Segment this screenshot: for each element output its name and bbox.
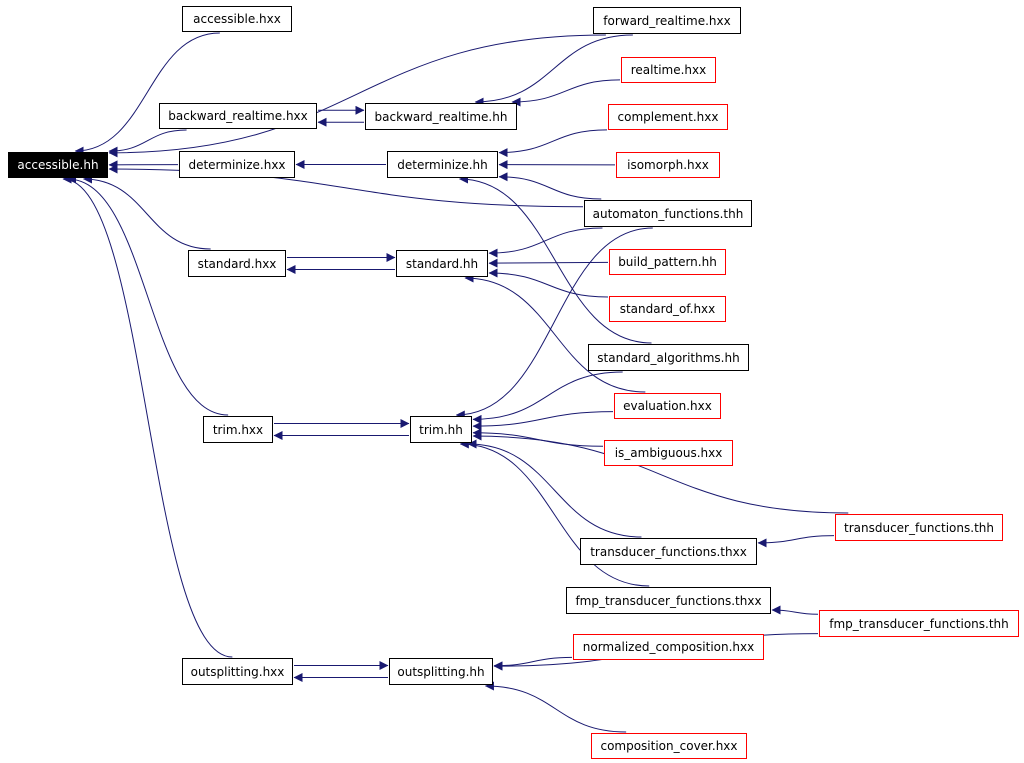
node-backward-realtime-hxx[interactable]: backward_realtime.hxx xyxy=(159,103,317,129)
node-label: backward_realtime.hxx xyxy=(168,109,308,123)
node-outsplitting-hh[interactable]: outsplitting.hh xyxy=(389,658,493,685)
node-label: is_ambiguous.hxx xyxy=(614,446,723,460)
node-standard-of-hxx[interactable]: standard_of.hxx xyxy=(609,296,726,322)
node-trim-hh[interactable]: trim.hh xyxy=(410,416,472,443)
node-label: standard_algorithms.hh xyxy=(597,350,740,365)
node-standard-algorithms-hh[interactable]: standard_algorithms.hh xyxy=(588,344,749,371)
node-evaluation-hxx[interactable]: evaluation.hxx xyxy=(614,393,721,419)
node-label: composition_cover.hxx xyxy=(600,739,738,753)
node-label: trim.hh xyxy=(419,422,463,437)
node-label: accessible.hh xyxy=(17,158,99,172)
edge-backward-realtime-hxx-to-accessible-hh xyxy=(108,129,187,156)
edge-transducer-functions-thh-to-trim-hh xyxy=(472,431,849,514)
node-label: fmp_transducer_functions.thxx xyxy=(575,593,762,608)
node-label: transducer_functions.thxx xyxy=(590,544,747,559)
edge-fmp-transducer-functions-thxx-to-trim-hh xyxy=(459,439,650,587)
edge-standard-algorithms-hh-to-determinize-hh xyxy=(459,174,652,344)
node-label: determinize.hh xyxy=(397,157,488,172)
node-isomorph-hxx[interactable]: isomorph.hxx xyxy=(616,152,720,178)
node-standard-hh[interactable]: standard.hh xyxy=(396,250,488,277)
node-is-ambiguous-hxx[interactable]: is_ambiguous.hxx xyxy=(604,440,733,466)
edge-standard-algorithms-hh-to-trim-hh xyxy=(472,371,623,424)
node-label: evaluation.hxx xyxy=(623,399,712,413)
node-label: fmp_transducer_functions.thh xyxy=(829,616,1009,631)
node-label: outsplitting.hh xyxy=(397,664,485,679)
node-complement-hxx[interactable]: complement.hxx xyxy=(608,104,728,130)
node-label: realtime.hxx xyxy=(630,63,707,77)
node-label: normalized_composition.hxx xyxy=(582,640,755,654)
node-build-pattern-hh[interactable]: build_pattern.hh xyxy=(609,249,726,275)
edge-composition-cover-hxx-to-outsplitting-hh xyxy=(484,681,627,733)
edge-evaluation-hxx-to-standard-hh xyxy=(464,273,646,393)
edge-complement-hxx-to-determinize-hh xyxy=(498,129,608,158)
edge-outsplitting-hxx-to-accessible-hh xyxy=(62,174,233,658)
node-label: forward_realtime.hxx xyxy=(603,13,731,28)
edge-automaton-functions-thh-to-standard-hh xyxy=(488,227,603,258)
node-forward-realtime-hxx[interactable]: forward_realtime.hxx xyxy=(593,7,741,34)
node-label: build_pattern.hh xyxy=(618,255,717,269)
node-label: isomorph.hxx xyxy=(627,158,709,172)
node-label: backward_realtime.hh xyxy=(374,109,508,124)
node-composition-cover-hxx[interactable]: composition_cover.hxx xyxy=(591,733,747,759)
edge-normalized-composition-hxx-to-outsplitting-hh xyxy=(493,656,573,671)
edge-fmp-transducer-functions-thh-to-fmp-transducer-functions-thxx xyxy=(771,605,819,615)
node-backward-realtime-hh[interactable]: backward_realtime.hh xyxy=(365,103,517,130)
node-standard-hxx[interactable]: standard.hxx xyxy=(188,250,286,277)
node-outsplitting-hxx[interactable]: outsplitting.hxx xyxy=(182,658,293,685)
node-determinize-hh[interactable]: determinize.hh xyxy=(387,151,498,178)
node-label: standard_of.hxx xyxy=(619,302,716,316)
edge-evaluation-hxx-to-trim-hh xyxy=(472,411,614,431)
node-realtime-hxx[interactable]: realtime.hxx xyxy=(621,57,716,83)
edge-transducer-functions-thh-to-transducer-functions-thxx xyxy=(757,535,835,548)
edge-standard-hxx-to-accessible-hh xyxy=(82,174,211,250)
node-label: accessible.hxx xyxy=(193,12,281,26)
node-transducer-functions-thh[interactable]: transducer_functions.thh xyxy=(835,514,1003,541)
edge-standard-of-hxx-to-standard-hh xyxy=(488,268,609,298)
node-automaton-functions-thh[interactable]: automaton_functions.thh xyxy=(584,200,752,227)
node-label: complement.hxx xyxy=(617,110,719,124)
node-determinize-hxx[interactable]: determinize.hxx xyxy=(179,151,295,178)
node-label: determinize.hxx xyxy=(188,157,286,172)
edge-forward-realtime-hxx-to-accessible-hh xyxy=(108,34,606,158)
node-normalized-composition-hxx[interactable]: normalized_composition.hxx xyxy=(573,634,764,660)
node-fmp-transducer-functions-thxx[interactable]: fmp_transducer_functions.thxx xyxy=(566,587,771,614)
node-label: outsplitting.hxx xyxy=(190,664,285,679)
node-label: standard.hxx xyxy=(197,256,277,271)
node-fmp-transducer-functions-thh[interactable]: fmp_transducer_functions.thh xyxy=(819,610,1019,637)
node-label: trim.hxx xyxy=(212,422,264,437)
node-accessible-hxx[interactable]: accessible.hxx xyxy=(182,6,292,32)
node-accessible-hh: accessible.hh xyxy=(8,152,108,178)
edge-realtime-hxx-to-backward-realtime-hh xyxy=(511,79,621,107)
node-transducer-functions-thxx[interactable]: transducer_functions.thxx xyxy=(580,538,757,565)
node-trim-hxx[interactable]: trim.hxx xyxy=(203,416,273,443)
node-label: standard.hh xyxy=(405,256,479,271)
node-label: automaton_functions.thh xyxy=(592,206,744,221)
edge-automaton-functions-thh-to-determinize-hh xyxy=(498,172,602,200)
edge-accessible-hxx-to-accessible-hh xyxy=(74,32,220,156)
node-label: transducer_functions.thh xyxy=(844,520,994,535)
edge-build-pattern-hh-to-standard-hh xyxy=(488,258,609,268)
edge-trim-hxx-to-accessible-hh xyxy=(67,174,229,416)
edge-automaton-functions-thh-to-trim-hh xyxy=(455,227,653,420)
edge-transducer-functions-thxx-to-trim-hh xyxy=(467,439,642,538)
edge-forward-realtime-hxx-to-backward-realtime-hh xyxy=(474,34,633,107)
